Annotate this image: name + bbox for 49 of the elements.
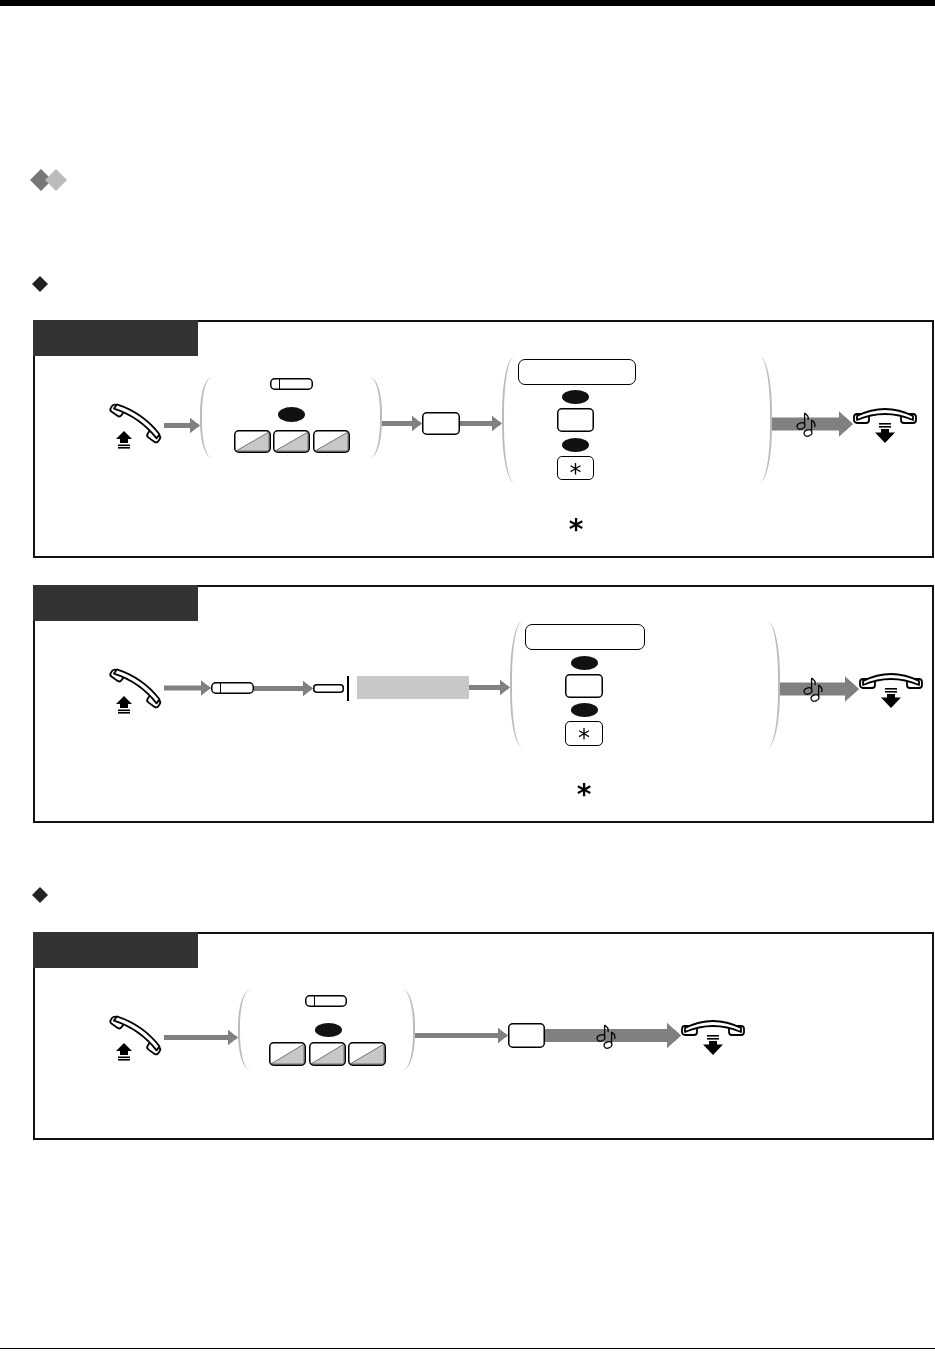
procedure-panel [33,320,934,558]
key-icon [565,674,603,698]
arrow [469,679,510,696]
arrow [164,417,200,434]
oval-icon [562,390,589,404]
shaded-key-icon [348,1042,386,1066]
handset-lift-icon [107,402,164,449]
narrow-key-icon [270,378,313,390]
shaded-key-icon [309,1042,346,1066]
arrow [164,1029,238,1046]
key-icon [313,684,344,693]
star-key: * [557,456,594,480]
arrow [164,680,211,696]
key-icon [422,412,460,435]
thick-arrow [780,676,859,702]
key-icon [508,1023,545,1048]
heading-tab [33,585,198,621]
shaded-key-icon [313,430,350,453]
shaded-key-icon [269,1042,306,1066]
oval-icon [562,438,589,452]
handset-lift-icon [107,667,164,714]
shaded-key-icon [273,430,310,453]
handset-lift-icon [107,1014,164,1061]
narrow-key-icon [211,682,254,694]
procedure-panel [33,585,934,823]
arrow [254,680,313,697]
oval-icon [571,703,598,717]
footnote-mark: * [568,516,584,530]
bracket-group [502,357,772,482]
arrow [460,415,502,432]
oval-icon [315,1023,342,1037]
oval-icon [571,656,598,670]
rounded-box [518,359,636,385]
arrow [382,415,422,432]
key-icon [557,408,594,432]
procedure-panel [33,932,934,1140]
shaded-bar [357,676,469,699]
oval-icon [278,407,305,422]
shaded-key-icon [234,430,271,453]
footnote-mark: * [576,781,592,795]
bracket-group [510,622,780,747]
heading-tab [33,932,198,968]
heading-tab [33,320,198,356]
star-key: * [565,721,603,746]
thick-arrow [545,1022,681,1049]
narrow-key-icon [305,995,347,1007]
rounded-box [525,624,645,650]
thick-arrow [772,411,853,437]
arrow [415,1027,508,1044]
